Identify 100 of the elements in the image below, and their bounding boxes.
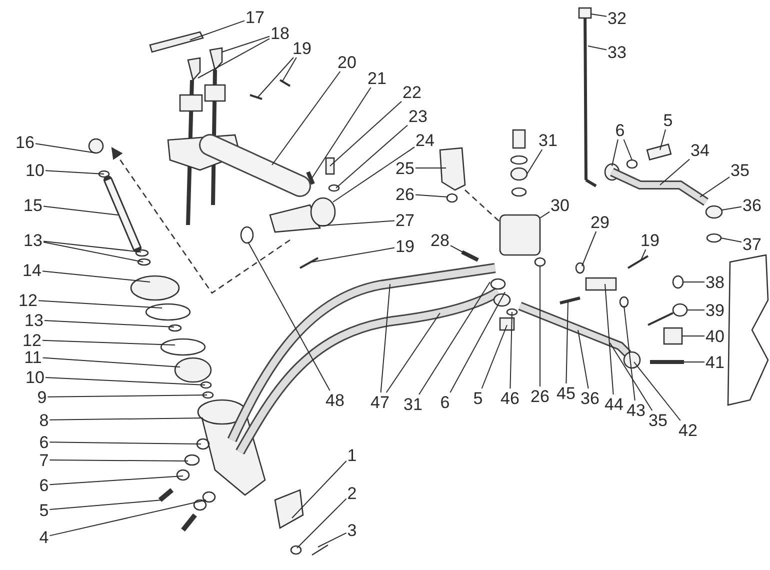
leader-line xyxy=(49,442,202,444)
callout-number: 1 xyxy=(347,446,357,464)
leader-line xyxy=(190,20,245,40)
callout-number: 41 xyxy=(706,354,724,370)
leader-line xyxy=(660,129,666,150)
callout-number: 23 xyxy=(408,108,428,124)
leader-line xyxy=(35,143,96,154)
leader-line xyxy=(722,206,742,210)
leader-line xyxy=(660,158,690,186)
callout-number: 10 xyxy=(26,162,44,178)
leader-line xyxy=(386,312,440,393)
callout-number: 13 xyxy=(24,312,44,328)
callout-number: 11 xyxy=(24,348,42,366)
callout-number: 33 xyxy=(608,44,626,60)
callout-number: 44 xyxy=(604,396,624,412)
leader-line xyxy=(510,312,512,389)
callout-number: 19 xyxy=(292,40,312,56)
callout-number: 5 xyxy=(473,390,483,406)
callout-number: 38 xyxy=(706,274,724,290)
callout-number: 21 xyxy=(368,70,386,86)
leader-line xyxy=(578,330,589,389)
leader-line xyxy=(700,176,730,198)
callout-number: 19 xyxy=(396,238,414,254)
leader-line xyxy=(590,14,607,17)
leader-line xyxy=(380,284,390,393)
callout-number: 8 xyxy=(39,412,49,428)
callout-number: 32 xyxy=(608,10,626,26)
leader-line xyxy=(582,231,597,266)
leader-line xyxy=(258,57,294,98)
callout-number: 6 xyxy=(440,394,450,410)
callout-number: 19 xyxy=(640,232,660,248)
leader-line xyxy=(43,240,142,252)
leader-line xyxy=(44,320,174,328)
callout-number: 20 xyxy=(338,54,356,70)
callout-number: 30 xyxy=(550,196,570,214)
callout-number: 5 xyxy=(39,502,49,518)
callout-number: 18 xyxy=(270,24,290,42)
callout-number: 14 xyxy=(22,262,42,278)
callout-number: 37 xyxy=(742,236,762,252)
leader-line xyxy=(634,362,681,421)
leader-line xyxy=(318,532,347,548)
callout-number: 26 xyxy=(396,186,414,202)
leader-line xyxy=(526,149,543,174)
leader-line xyxy=(49,460,188,462)
callout-number: 36 xyxy=(742,196,762,214)
leader-line xyxy=(282,57,297,82)
leader-line xyxy=(47,394,208,398)
leader-line xyxy=(198,38,270,78)
leader-line xyxy=(49,418,204,420)
callout-number: 48 xyxy=(326,392,344,408)
leader-line xyxy=(640,249,646,260)
leader-line xyxy=(336,124,408,188)
leader-line xyxy=(481,324,508,389)
leader-line xyxy=(312,247,395,262)
callout-number: 9 xyxy=(37,388,47,406)
leader-line xyxy=(42,270,150,282)
leader-line xyxy=(312,87,372,178)
leader-line xyxy=(42,357,180,368)
leader-line xyxy=(415,194,448,198)
leader-line xyxy=(45,170,104,174)
leader-line xyxy=(38,300,162,308)
callout-number: 6 xyxy=(39,434,49,450)
leader-line xyxy=(49,476,184,486)
callout-number: 40 xyxy=(706,328,724,344)
callout-number: 35 xyxy=(730,162,750,178)
leader-line xyxy=(624,306,636,401)
leader-line xyxy=(45,377,206,386)
callout-number: 15 xyxy=(24,196,42,214)
callout-number: 12 xyxy=(18,292,38,308)
callout-number: 42 xyxy=(678,422,698,438)
leader-line xyxy=(330,100,402,166)
callout-number: 2 xyxy=(347,484,357,502)
leader-line xyxy=(418,282,490,395)
leader-line xyxy=(292,460,347,518)
callout-number: 6 xyxy=(39,476,49,494)
callout-number: 7 xyxy=(39,452,49,468)
leader-line xyxy=(450,292,506,393)
callout-number: 13 xyxy=(24,232,42,248)
leader-line xyxy=(610,342,653,411)
callout-number: 5 xyxy=(663,112,673,128)
callout-number: 25 xyxy=(396,160,414,176)
callout-number: 46 xyxy=(500,390,520,406)
callout-number: 17 xyxy=(246,8,264,26)
callout-number: 45 xyxy=(556,384,576,402)
callout-number: 10 xyxy=(26,368,44,386)
callout-number: 36 xyxy=(580,390,600,406)
callout-number: 35 xyxy=(648,412,668,428)
callout-number: 28 xyxy=(430,232,450,248)
leader-line xyxy=(318,220,395,226)
leader-line xyxy=(49,500,162,510)
leader-line xyxy=(49,500,206,536)
callout-number: 16 xyxy=(16,134,34,150)
leader-line xyxy=(43,206,118,216)
leader-line xyxy=(604,284,614,395)
leader-line xyxy=(222,36,270,52)
callout-number: 6 xyxy=(615,122,625,138)
leader-line xyxy=(450,245,468,256)
leader-line xyxy=(248,242,330,391)
callout-number: 3 xyxy=(347,522,357,538)
leader-line xyxy=(43,242,144,262)
